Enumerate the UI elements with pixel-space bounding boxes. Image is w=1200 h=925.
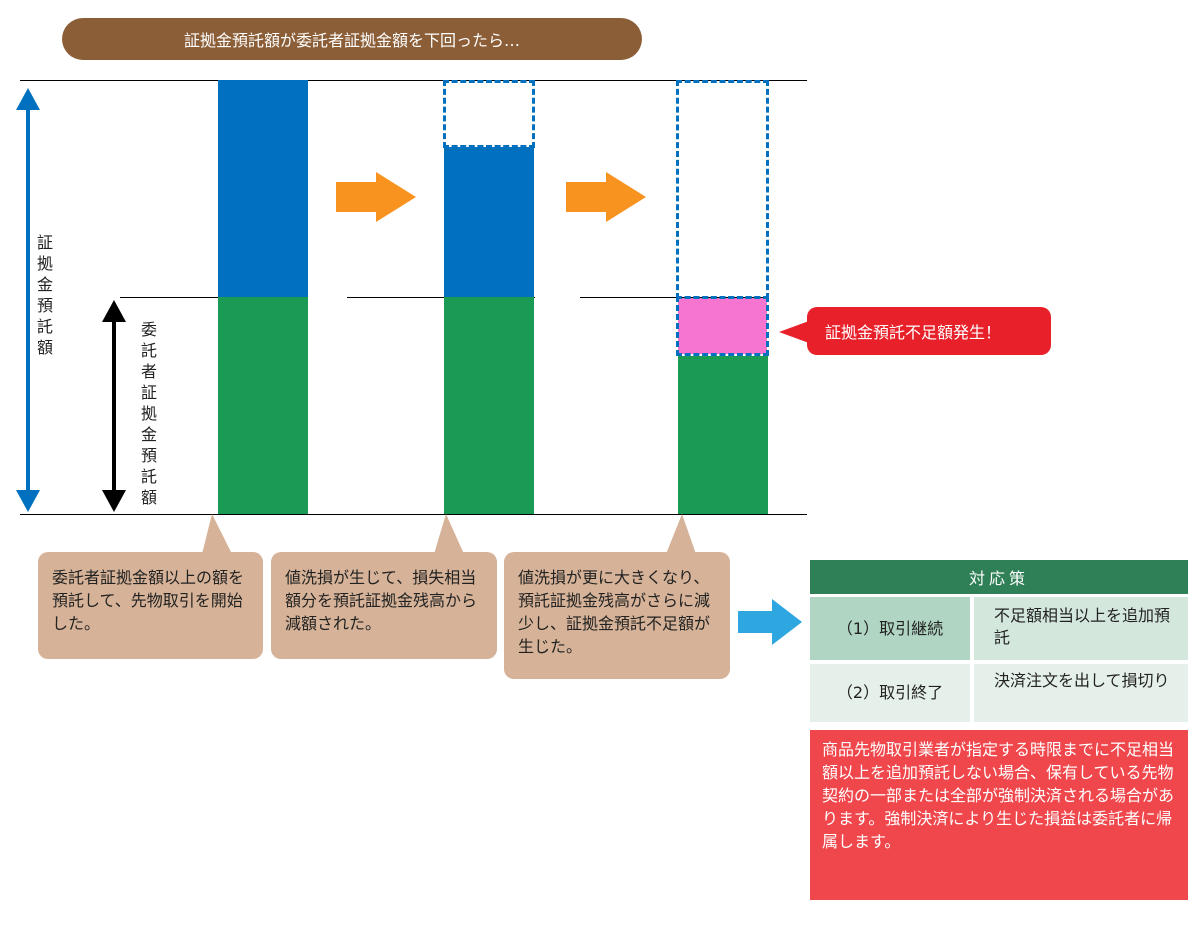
bar2-deposit-surplus: [444, 147, 534, 297]
step-arrow-icon-2: [566, 172, 646, 222]
bar1-required-margin: [218, 297, 308, 514]
result-arrow-icon: [738, 599, 802, 645]
margin-line-2: [347, 297, 535, 298]
required-margin-arrow-icon: [102, 300, 126, 512]
callout1-pointer-icon: [202, 514, 232, 554]
callout3-pointer-icon: [666, 514, 696, 554]
callout2-pointer-icon: [434, 514, 464, 554]
step-arrow-icon-1: [336, 172, 416, 222]
top-baseline: [20, 80, 807, 81]
alert-pointer-icon: [779, 321, 809, 343]
shortfall-alert: 証拠金預託不足額発生！: [807, 307, 1051, 355]
bottom-baseline: [20, 514, 807, 515]
bar3-lost-amount-outline: [676, 80, 769, 299]
required-margin-axis-label: 委託者証拠金預託額: [140, 320, 157, 507]
table-row1-action: 不足額相当以上を追加預託: [974, 597, 1188, 660]
callout-step2: 値洗損が生じて、損失相当額分を預託証拠金残高から減額された。: [271, 552, 497, 659]
countermeasures-header: 対応策: [810, 560, 1188, 594]
bar2-lost-amount-outline: [443, 80, 535, 148]
callout-step3: 値洗損が更に大きくなり、預託証拠金残高がさらに減少し、証拠金預託不足額が生じた。: [504, 552, 730, 679]
callout-step1: 委託者証拠金額以上の額を預託して、先物取引を開始した。: [38, 552, 263, 659]
bar1-deposit-surplus: [218, 80, 308, 297]
forced-settlement-warning: 商品先物取引業者が指定する時限までに不足相当額以上を追加預託しない場合、保有して…: [810, 730, 1188, 900]
margin-line-1: [120, 297, 308, 298]
table-row2-action: 決済注文を出して損切り: [974, 664, 1188, 722]
deposit-range-arrow-icon: [16, 88, 40, 512]
bar3-remaining-deposit: [678, 356, 768, 514]
bar3-shortfall: [678, 298, 767, 354]
bar3-shortfall-outline: [676, 296, 769, 356]
table-row1-option: （1）取引継続: [810, 597, 970, 660]
bar2-required-margin: [444, 297, 534, 514]
deposit-axis-label: 証拠金預託額: [36, 233, 53, 357]
table-row2-option: （2）取引終了: [810, 664, 970, 722]
diagram-title: 証拠金預託額が委託者証拠金額を下回ったら…: [62, 18, 642, 60]
margin-line-3: [580, 297, 768, 298]
